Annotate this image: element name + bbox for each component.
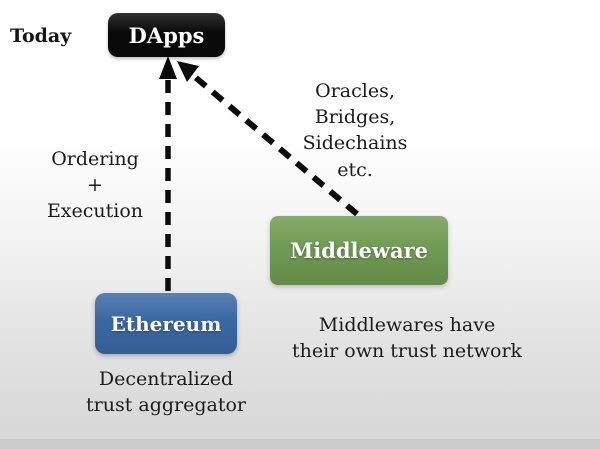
today-label: Today [10,25,72,47]
middleware-trust-annotation: Middlewares have their own trust network [291,314,523,363]
oracles-bridges-annotation: Oracles, Bridges, Sidechains etc. [302,80,408,181]
middleware-node-label: Middleware [289,238,429,263]
arrowhead-upleft-icon [177,61,199,82]
middleware-node: Middleware [270,216,448,285]
arrowhead-up-icon [159,56,177,79]
dapps-node: DApps [108,13,225,57]
ethereum-trust-annotation: Decentralized trust aggregator [85,368,246,417]
ethereum-node-label: Ethereum [110,311,222,336]
bottom-edge-band [0,439,600,449]
ethereum-node: Ethereum [95,293,237,354]
dapps-node-label: DApps [128,22,205,48]
ordering-execution-annotation: Ordering + Execution [46,148,144,223]
